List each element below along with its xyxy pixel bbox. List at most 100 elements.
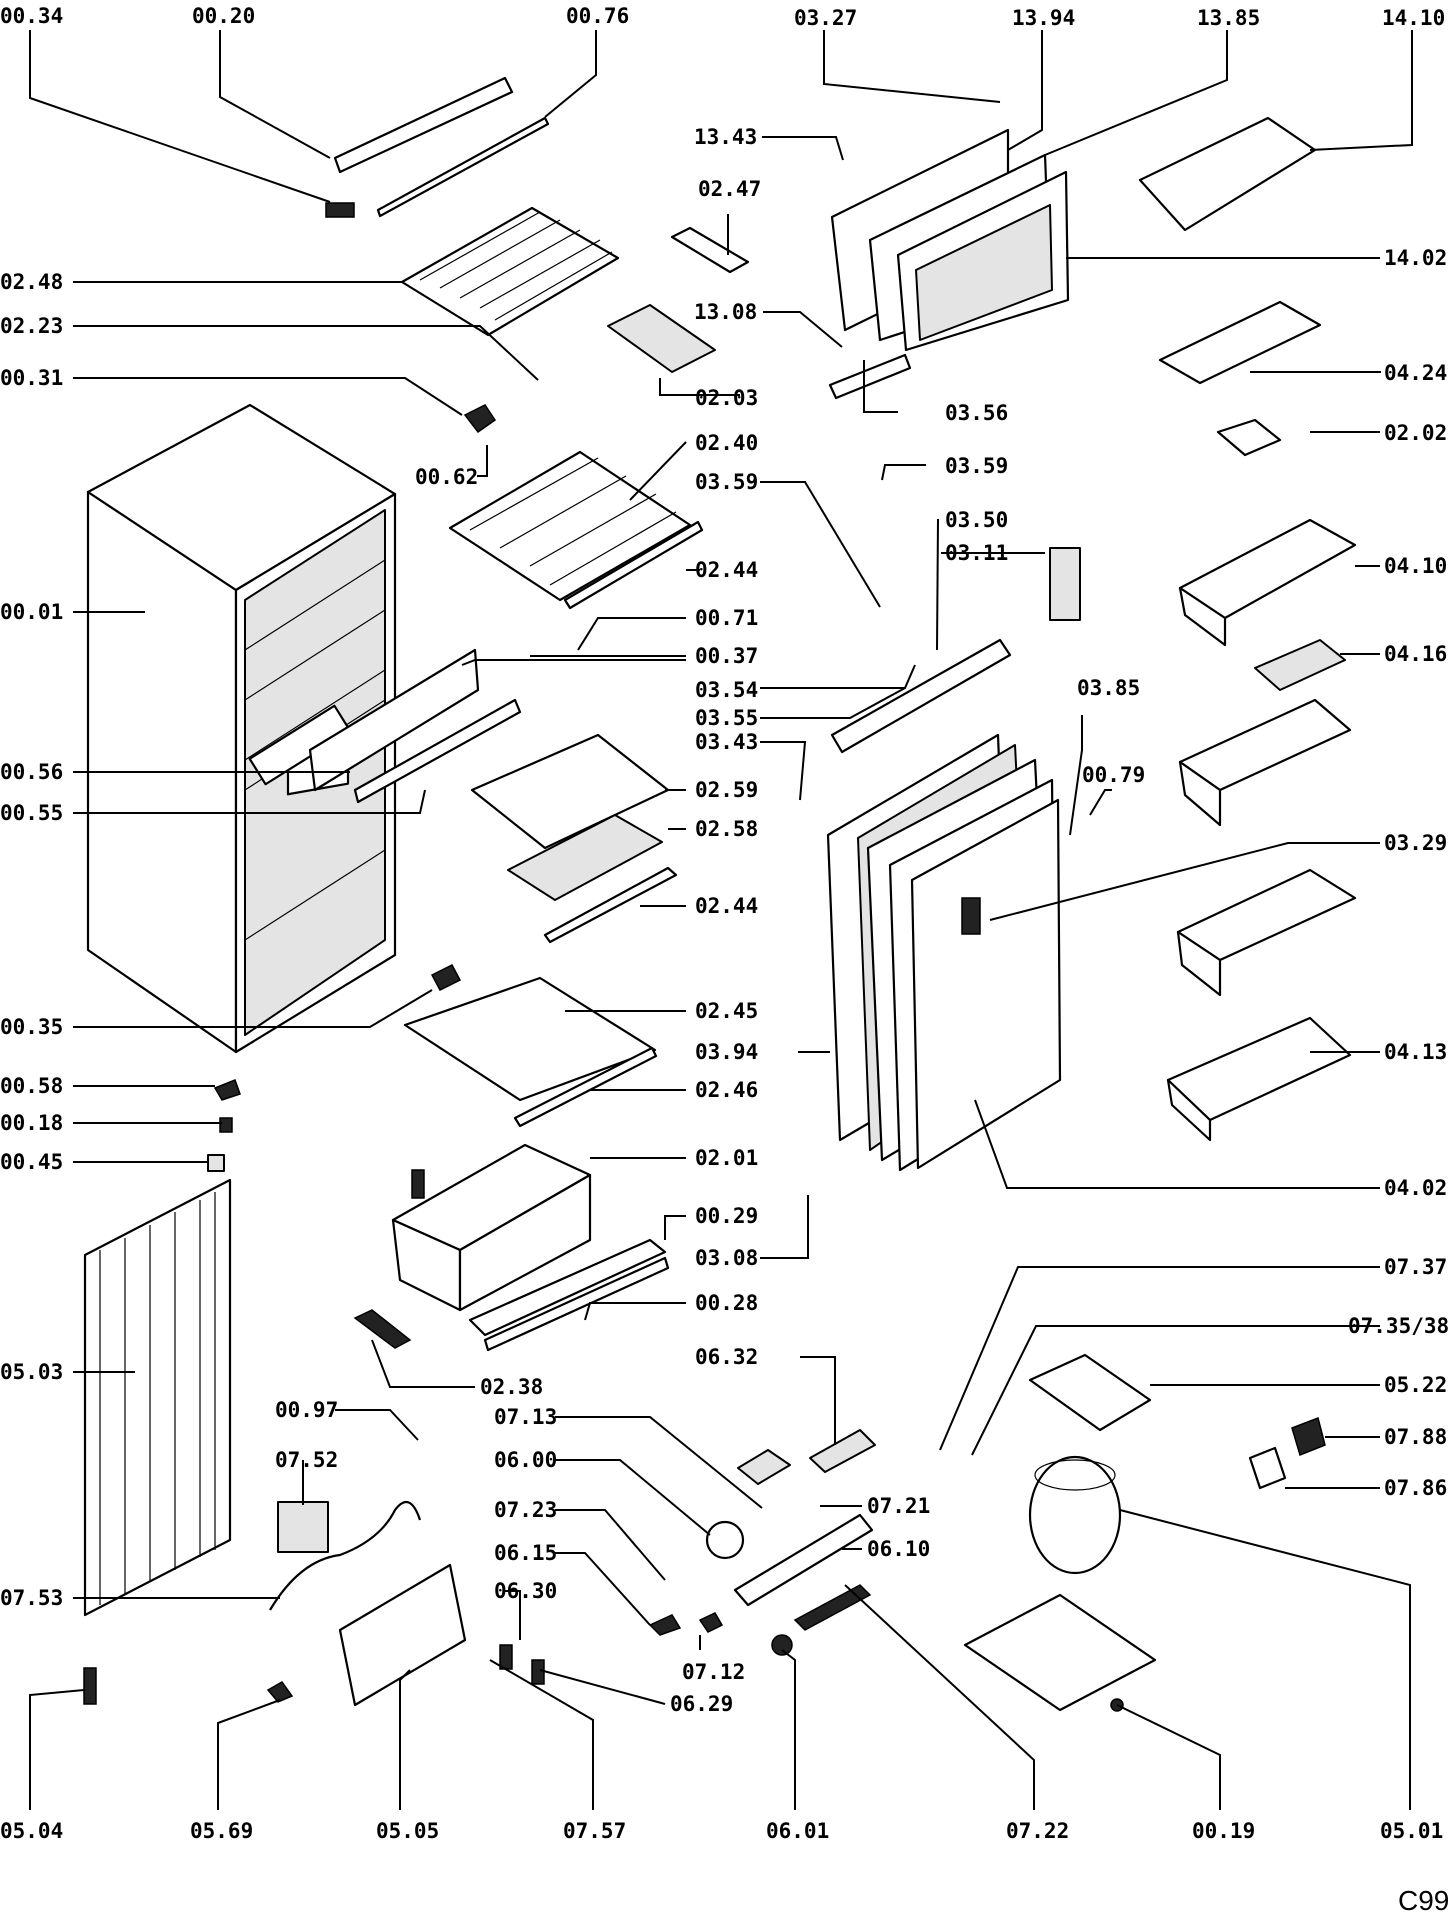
label-02-44-b: 02.44 bbox=[695, 894, 758, 918]
freezer-door-shelf bbox=[1138, 116, 1317, 232]
label-02-47: 02.47 bbox=[698, 177, 761, 201]
label-05-05: 05.05 bbox=[376, 1819, 439, 1843]
switch bbox=[499, 1644, 513, 1670]
label-07-53: 07.53 bbox=[0, 1586, 63, 1610]
label-03-27: 03.27 bbox=[794, 6, 857, 30]
door-handle bbox=[1049, 547, 1081, 621]
label-02-02: 02.02 bbox=[1384, 421, 1447, 445]
label-02-01: 02.01 bbox=[695, 1146, 758, 1170]
freezer-flap-rail bbox=[353, 698, 522, 804]
label-02-45: 02.45 bbox=[695, 999, 758, 1023]
label-07-35-38: 07.35/38 bbox=[1348, 1314, 1449, 1338]
label-03-50: 03.50 bbox=[945, 508, 1008, 532]
label-03-29: 03.29 bbox=[1384, 831, 1447, 855]
label-03-94: 03.94 bbox=[695, 1040, 758, 1064]
label-05-69: 05.69 bbox=[190, 1819, 253, 1843]
butter-box bbox=[1216, 418, 1282, 457]
rear-panel bbox=[338, 1563, 467, 1707]
label-03-56: 03.56 bbox=[945, 401, 1008, 425]
label-00-79: 00.79 bbox=[1082, 763, 1145, 787]
door-switch bbox=[648, 1614, 682, 1636]
hinge-bracket bbox=[213, 1079, 241, 1101]
crisper-rail-lower bbox=[483, 1256, 670, 1352]
label-03-43: 03.43 bbox=[695, 730, 758, 754]
label-00-20: 00.20 bbox=[192, 4, 255, 28]
door-bin-middle-front bbox=[1178, 760, 1222, 827]
label-05-03: 05.03 bbox=[0, 1360, 63, 1384]
label-03-59-a: 03.59 bbox=[695, 470, 758, 494]
label-03-59-b: 03.59 bbox=[945, 454, 1008, 478]
label-00-28: 00.28 bbox=[695, 1291, 758, 1315]
ice-tray bbox=[607, 304, 716, 373]
label-07-22: 07.22 bbox=[1006, 1819, 1069, 1843]
adjustable-foot bbox=[207, 1154, 225, 1172]
label-03-85: 03.85 bbox=[1077, 676, 1140, 700]
grommet bbox=[411, 1169, 425, 1199]
control-knob bbox=[771, 1634, 793, 1656]
label-07-57: 07.57 bbox=[563, 1819, 626, 1843]
top-hinge bbox=[463, 404, 497, 434]
egg-tray bbox=[1254, 639, 1346, 691]
label-14-02: 14.02 bbox=[1384, 246, 1447, 270]
drain-plug bbox=[83, 1667, 97, 1705]
label-02-44-a: 02.44 bbox=[695, 558, 758, 582]
compressor bbox=[1028, 1455, 1122, 1575]
door-lock bbox=[961, 897, 981, 935]
crisper-drawer bbox=[391, 1143, 592, 1312]
evaporator-tray bbox=[1028, 1353, 1152, 1432]
door-bin-lower-front bbox=[1176, 930, 1222, 997]
top-trim bbox=[333, 76, 514, 174]
label-02-58: 02.58 bbox=[695, 817, 758, 841]
label-00-34: 00.34 bbox=[0, 4, 63, 28]
label-02-59: 02.59 bbox=[695, 778, 758, 802]
freezer-door bbox=[828, 128, 1070, 400]
relay-clip bbox=[698, 1612, 724, 1633]
label-07-23: 07.23 bbox=[494, 1498, 557, 1522]
compressor-base bbox=[963, 1593, 1157, 1712]
label-00-58: 00.58 bbox=[0, 1074, 63, 1098]
door-shelf-lid bbox=[1158, 300, 1322, 385]
door-bin-bottom-front bbox=[1166, 1078, 1212, 1142]
door-bin-middle bbox=[1178, 698, 1352, 792]
shelf-trim-upper bbox=[563, 520, 704, 610]
glass-shelf-large bbox=[403, 976, 657, 1102]
label-07-13: 07.13 bbox=[494, 1405, 557, 1429]
lamp-holder bbox=[793, 1584, 872, 1631]
glass-shelf-trim bbox=[513, 1046, 658, 1128]
label-06-00: 06.00 bbox=[494, 1448, 557, 1472]
label-06-15: 06.15 bbox=[494, 1541, 557, 1565]
wiring-plate bbox=[277, 1501, 329, 1553]
label-07-86: 07.86 bbox=[1384, 1476, 1447, 1500]
label-13-94: 13.94 bbox=[1012, 6, 1075, 30]
door-bin-upper bbox=[1178, 518, 1357, 620]
label-00-76: 00.76 bbox=[566, 4, 629, 28]
label-04-16: 04.16 bbox=[1384, 642, 1447, 666]
label-02-40: 02.40 bbox=[695, 431, 758, 455]
label-00-37: 00.37 bbox=[695, 644, 758, 668]
label-05-22: 05.22 bbox=[1384, 1373, 1447, 1397]
hinge-cover bbox=[830, 638, 1012, 754]
label-02-23: 02.23 bbox=[0, 314, 63, 338]
label-02-38: 02.38 bbox=[480, 1375, 543, 1399]
glass-shelf-small bbox=[507, 814, 663, 901]
condenser bbox=[83, 1178, 232, 1617]
label-06-10: 06.10 bbox=[867, 1537, 930, 1561]
label-07-21: 07.21 bbox=[867, 1494, 930, 1518]
label-03-08: 03.08 bbox=[695, 1246, 758, 1270]
label-04-10: 04.10 bbox=[1384, 554, 1447, 578]
label-05-01: 05.01 bbox=[1380, 1819, 1443, 1843]
label-05-04: 05.04 bbox=[0, 1819, 63, 1843]
label-02-03: 02.03 bbox=[695, 386, 758, 410]
freezer-flap bbox=[308, 648, 480, 792]
label-13-85: 13.85 bbox=[1197, 6, 1260, 30]
diagram-code: C99 bbox=[1398, 1885, 1449, 1916]
freezer-shelf bbox=[400, 206, 620, 337]
label-00-62: 00.62 bbox=[415, 465, 478, 489]
label-00-19: 00.19 bbox=[1192, 1819, 1255, 1843]
overload-protector bbox=[1248, 1446, 1287, 1490]
door-bin-upper-front bbox=[1178, 586, 1227, 647]
label-06-32: 06.32 bbox=[695, 1345, 758, 1369]
wire-shelf-upper bbox=[448, 450, 692, 602]
trim-clip bbox=[325, 202, 355, 218]
